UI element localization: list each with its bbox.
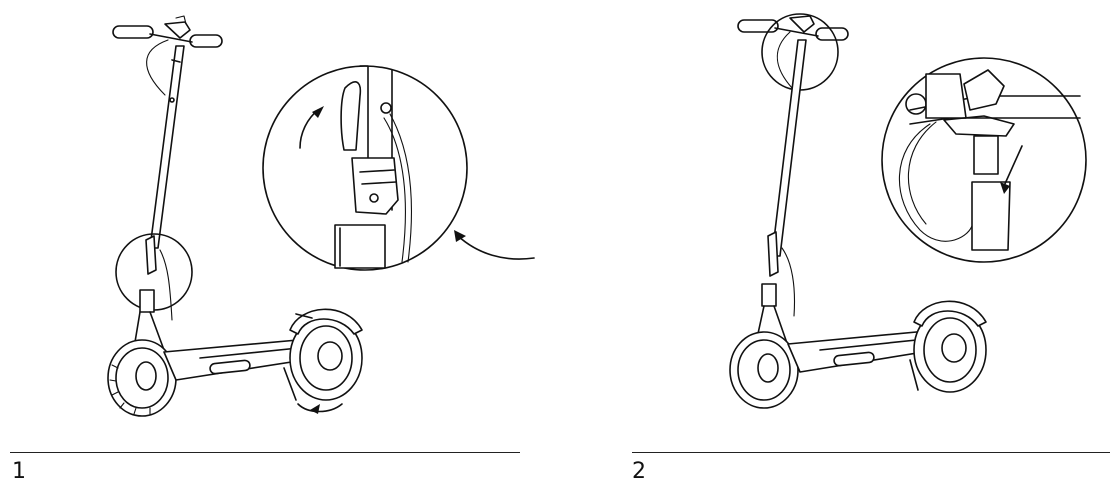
stem — [149, 45, 185, 249]
step-2-divider — [632, 452, 1110, 453]
pointer-arrow — [457, 235, 535, 260]
rear-wheel — [913, 300, 987, 393]
step-1-panel: 1 — [0, 0, 540, 485]
step-1-illustration — [107, 15, 535, 417]
handlebar — [737, 15, 849, 41]
folding-mechanism — [761, 231, 795, 317]
kickstand — [909, 359, 919, 391]
stem — [771, 39, 807, 257]
zoom-detail-circle — [881, 57, 1087, 263]
step-1-number: 1 — [12, 459, 26, 484]
step-2-panel: 2 — [620, 0, 1110, 485]
kickstand — [283, 367, 297, 401]
rotate-arrow-small — [297, 403, 343, 413]
folding-mechanism — [139, 235, 173, 321]
front-wheel — [107, 311, 177, 417]
handlebar — [112, 15, 223, 48]
step-2-illustration — [729, 13, 1087, 409]
step-1-divider — [10, 452, 520, 453]
step-2-number: 2 — [632, 459, 646, 484]
brake-cable — [776, 31, 793, 89]
zoom-detail-circle — [262, 65, 468, 271]
rear-wheel — [289, 308, 363, 401]
brake-cable — [146, 39, 169, 96]
front-wheel — [729, 305, 799, 409]
